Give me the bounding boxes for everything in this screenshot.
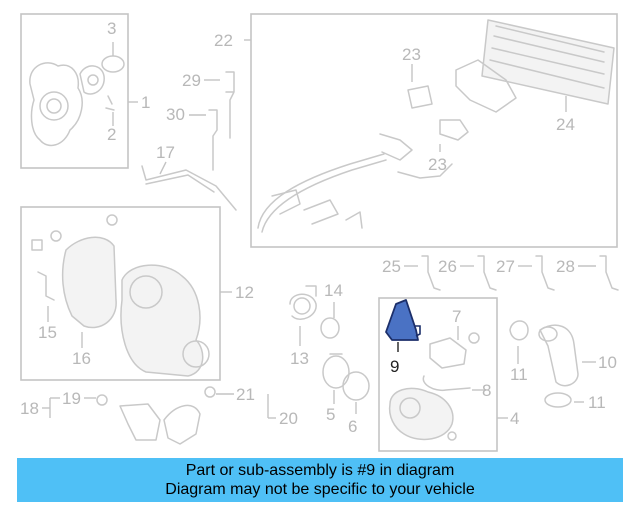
gasket-11-top bbox=[509, 320, 529, 341]
clamp-11-bottom bbox=[544, 392, 572, 408]
leader-17 bbox=[159, 161, 167, 175]
callout-10[interactable]: 10 bbox=[598, 353, 617, 372]
bolt-21 bbox=[204, 386, 216, 398]
banner-line-1: Part or sub-assembly is #9 in diagram bbox=[185, 462, 455, 479]
valve-7-port bbox=[468, 332, 480, 344]
pipe-10-end bbox=[538, 326, 558, 342]
intercooler-24 bbox=[481, 19, 615, 105]
callout-7[interactable]: 7 bbox=[452, 307, 461, 326]
callout-22[interactable]: 22 bbox=[214, 31, 233, 50]
callout-11-b[interactable]: 11 bbox=[588, 393, 606, 412]
callout-27[interactable]: 27 bbox=[496, 257, 515, 276]
clip-27 bbox=[535, 255, 555, 291]
sensor-29 bbox=[225, 71, 235, 139]
valve-7 bbox=[429, 337, 467, 369]
hose-23 bbox=[439, 119, 469, 141]
gasket-3 bbox=[101, 55, 125, 73]
callout-16[interactable]: 16 bbox=[72, 349, 91, 368]
callout-6[interactable]: 6 bbox=[348, 417, 357, 436]
stud-2 bbox=[105, 95, 115, 111]
callout-30[interactable]: 30 bbox=[166, 105, 185, 124]
housing-bore-inner bbox=[46, 98, 62, 114]
tube-17-b bbox=[145, 174, 215, 193]
callout-14[interactable]: 14 bbox=[324, 281, 343, 300]
bracket-23-top bbox=[455, 59, 517, 113]
callout-24[interactable]: 24 bbox=[556, 115, 575, 134]
coolant-hose-a bbox=[271, 189, 339, 225]
turbo-housing-1 bbox=[29, 62, 83, 147]
gasket-6 bbox=[342, 371, 370, 401]
pipe-10 bbox=[539, 324, 579, 387]
group-22-box bbox=[250, 13, 618, 248]
nut-12 bbox=[31, 239, 43, 251]
intercooler-24-fin bbox=[489, 25, 605, 89]
callout-3[interactable]: 3 bbox=[107, 19, 116, 38]
egr-housing-bore bbox=[399, 397, 421, 419]
coolant-hose-b bbox=[345, 163, 453, 229]
callout-28[interactable]: 28 bbox=[556, 257, 575, 276]
callout-23-top[interactable]: 23 bbox=[402, 45, 421, 64]
gasket-2-hole bbox=[87, 74, 99, 86]
callout-29[interactable]: 29 bbox=[182, 71, 201, 90]
callout-8[interactable]: 8 bbox=[482, 381, 491, 400]
callout-1[interactable]: 1 bbox=[141, 93, 150, 112]
turbo-outlet bbox=[182, 340, 210, 368]
heat-shield-16 bbox=[61, 236, 117, 329]
clamp-13 bbox=[289, 285, 317, 320]
callout-25[interactable]: 25 bbox=[382, 257, 401, 276]
clamp-13-inner bbox=[293, 297, 311, 315]
callout-15[interactable]: 15 bbox=[38, 323, 57, 342]
info-banner: Part or sub-assembly is #9 in diagram Di… bbox=[17, 458, 623, 502]
ring-14 bbox=[320, 317, 340, 339]
hose-8 bbox=[422, 375, 471, 392]
callout-4[interactable]: 4 bbox=[510, 409, 519, 428]
coolant-lines bbox=[257, 153, 387, 233]
clamp-5 bbox=[322, 355, 350, 389]
callout-20[interactable]: 20 bbox=[279, 409, 298, 428]
callout-18[interactable]: 18 bbox=[20, 399, 39, 418]
part-9-highlighted[interactable] bbox=[385, 299, 419, 341]
group-12-box bbox=[20, 206, 221, 381]
egr-bolt bbox=[447, 431, 457, 441]
callout-17[interactable]: 17 bbox=[156, 143, 175, 162]
callout-13[interactable]: 13 bbox=[290, 349, 309, 368]
housing-bore bbox=[39, 91, 69, 121]
callout-5[interactable]: 5 bbox=[326, 405, 335, 424]
bracket-20 bbox=[119, 403, 161, 441]
group-4-box bbox=[378, 297, 498, 452]
callout-26[interactable]: 26 bbox=[438, 257, 457, 276]
bolt-12-b bbox=[106, 214, 118, 226]
gasket-2 bbox=[79, 65, 105, 95]
clip-25 bbox=[421, 255, 441, 291]
callout-12[interactable]: 12 bbox=[235, 283, 254, 302]
banner-line-2: Diagram may not be specific to your vehi… bbox=[165, 481, 475, 498]
egr-housing-4 bbox=[388, 387, 454, 441]
part-9-tab bbox=[414, 325, 421, 337]
sensor-30 bbox=[208, 109, 218, 171]
callout-2[interactable]: 2 bbox=[107, 125, 116, 144]
group-1-box bbox=[20, 13, 129, 169]
bracket-15 bbox=[37, 271, 55, 301]
callout-23-bottom[interactable]: 23 bbox=[428, 155, 447, 174]
callout-21[interactable]: 21 bbox=[236, 385, 255, 404]
clip-26 bbox=[477, 255, 497, 291]
bolt-19 bbox=[96, 394, 108, 406]
turbo-inlet bbox=[129, 275, 163, 309]
callout-19[interactable]: 19 bbox=[62, 389, 81, 408]
callout-11-a[interactable]: 11 bbox=[510, 365, 528, 384]
bracket-23-left bbox=[407, 85, 433, 109]
mount-20 bbox=[163, 404, 201, 445]
callout-9[interactable]: 9 bbox=[390, 357, 399, 376]
tube-17 bbox=[141, 165, 237, 211]
hose-23-b bbox=[379, 133, 413, 161]
bolt-12-a bbox=[50, 230, 62, 242]
clip-28 bbox=[599, 255, 619, 291]
turbocharger-assembly bbox=[120, 264, 204, 377]
